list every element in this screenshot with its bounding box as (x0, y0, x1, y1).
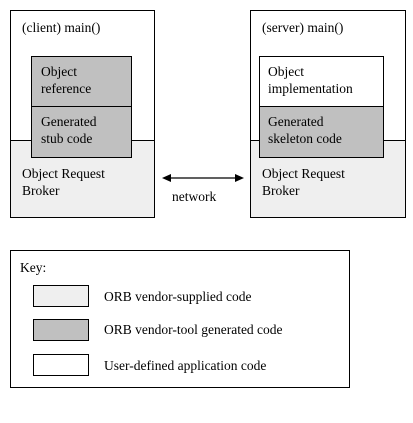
server-orb-label: Object Request Broker (262, 166, 345, 198)
key-legend: Key: ORB vendor-supplied code ORB vendor… (10, 250, 350, 388)
key-label-vendor-tool-generated: ORB vendor-tool generated code (104, 322, 283, 337)
key-title: Key: (20, 260, 47, 275)
server-object-implementation-label: Object implementation (268, 64, 353, 96)
client-main-title: (client) main() (22, 20, 101, 35)
server-main-title: (server) main() (262, 20, 344, 35)
network-arrow-right-head (235, 174, 244, 182)
client-orb-label: Object Request Broker (22, 166, 105, 198)
server-skeleton-code-box: Generated skeleton code (259, 106, 384, 158)
client-stub-code-label: Generated stub code (41, 114, 97, 146)
client-object-reference-label: Object reference (41, 64, 92, 96)
network-arrow-left-head (162, 174, 171, 182)
key-label-user-defined: User-defined application code (104, 358, 267, 373)
server-object-implementation-box: Object implementation (259, 56, 384, 108)
key-label-vendor-supplied: ORB vendor-supplied code (104, 289, 252, 304)
client-object-reference-box: Object reference (31, 56, 132, 108)
key-swatch-vendor-tool-generated (33, 319, 89, 341)
key-swatch-vendor-supplied (33, 285, 89, 307)
network-label: network (172, 189, 217, 204)
server-skeleton-code-label: Generated skeleton code (268, 114, 342, 146)
client-stub-code-box: Generated stub code (31, 106, 132, 158)
network-arrow (162, 174, 244, 182)
key-swatch-user-defined (33, 354, 89, 376)
